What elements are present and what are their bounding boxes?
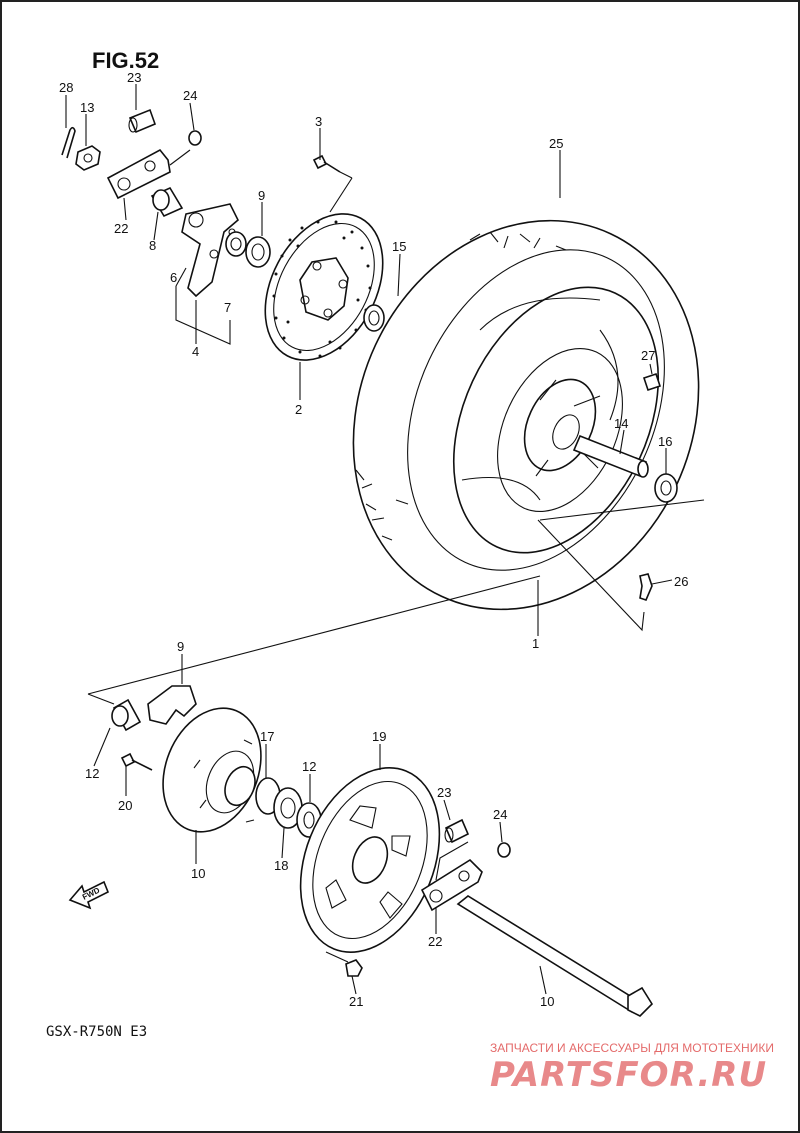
spacer-7	[245, 236, 271, 268]
bushing-5	[225, 231, 247, 257]
callout-11: 12	[85, 766, 99, 781]
callout-27: 27	[641, 348, 655, 363]
callout-24-upper: 24	[183, 88, 197, 103]
callout-numbers: 28 13 23 24 22 8 9 6 7 4 3 2 15 25 14 16…	[59, 70, 688, 1009]
callout-20: 20	[118, 798, 132, 813]
chain-adjuster-upper	[106, 148, 191, 200]
adjuster-bolt-lower	[444, 818, 470, 844]
washer-24-lower	[497, 842, 511, 858]
callout-19: 19	[372, 729, 386, 744]
callout-7: 9	[258, 188, 265, 203]
callout-5b: 7	[224, 300, 231, 315]
callout-17: 17	[260, 729, 274, 744]
balance-weight-27	[642, 372, 662, 392]
leader-lines	[65, 84, 705, 995]
lock-nut-13	[75, 145, 101, 171]
carrier-bolt-20	[120, 752, 153, 771]
rear-axle-10	[456, 895, 654, 1017]
callout-22-lower: 22	[428, 934, 442, 949]
callout-4: 4	[192, 344, 199, 359]
figure-title: FIG.52	[92, 48, 159, 73]
callout-12: 12	[302, 759, 316, 774]
disc-bolt-3	[312, 154, 341, 173]
bearing-16	[654, 473, 678, 503]
spacer-6	[150, 186, 184, 218]
bearing-15	[363, 304, 385, 332]
cotter-pin-28	[61, 126, 76, 159]
callout-13: 13	[80, 100, 94, 115]
callout-26: 26	[674, 574, 688, 589]
callout-5a: 6	[170, 270, 177, 285]
brake-disc-2	[264, 213, 384, 361]
callout-14: 14	[614, 416, 628, 431]
callout-16: 16	[658, 434, 672, 449]
callout-28: 28	[59, 80, 73, 95]
sprocket-nut-21	[345, 959, 363, 977]
sprocket-carrier-8	[162, 707, 262, 833]
callout-3: 3	[315, 114, 322, 129]
adjuster-bolt-upper	[128, 108, 157, 134]
watermark-tagline: ЗАПЧАСТИ И АКСЕССУАРЫ ДЛЯ МОТОТЕХНИКИ	[490, 1041, 774, 1055]
callout-8: 10	[191, 866, 205, 881]
callout-25: 25	[549, 136, 563, 151]
callout-23-upper: 23	[127, 70, 141, 85]
callout-21: 21	[349, 994, 363, 1009]
caliper-bracket-4	[181, 203, 239, 298]
callout-10: 10	[540, 994, 554, 1009]
callout-18: 18	[274, 858, 288, 873]
callout-6: 8	[149, 238, 156, 253]
damper-9	[147, 685, 197, 725]
washer-24-upper	[188, 130, 202, 146]
callout-1: 1	[532, 636, 539, 651]
fwd-arrow-icon: FWD	[68, 880, 110, 910]
watermark-logo: PARTSFOR.RU	[490, 1055, 767, 1095]
valve-26	[639, 573, 653, 601]
axle-spacer-14	[572, 434, 649, 478]
bushing-11	[111, 698, 142, 732]
callout-2: 2	[295, 402, 302, 417]
model-label: GSX-R750N E3	[46, 1024, 147, 1040]
callout-24-lower: 24	[493, 807, 507, 822]
chain-adjuster-lower	[420, 858, 483, 912]
rear-sprocket-19	[299, 767, 441, 953]
callout-23-lower: 23	[437, 785, 451, 800]
callout-9: 9	[177, 639, 184, 654]
callout-15: 15	[392, 239, 406, 254]
callout-22-upper: 22	[114, 221, 128, 236]
